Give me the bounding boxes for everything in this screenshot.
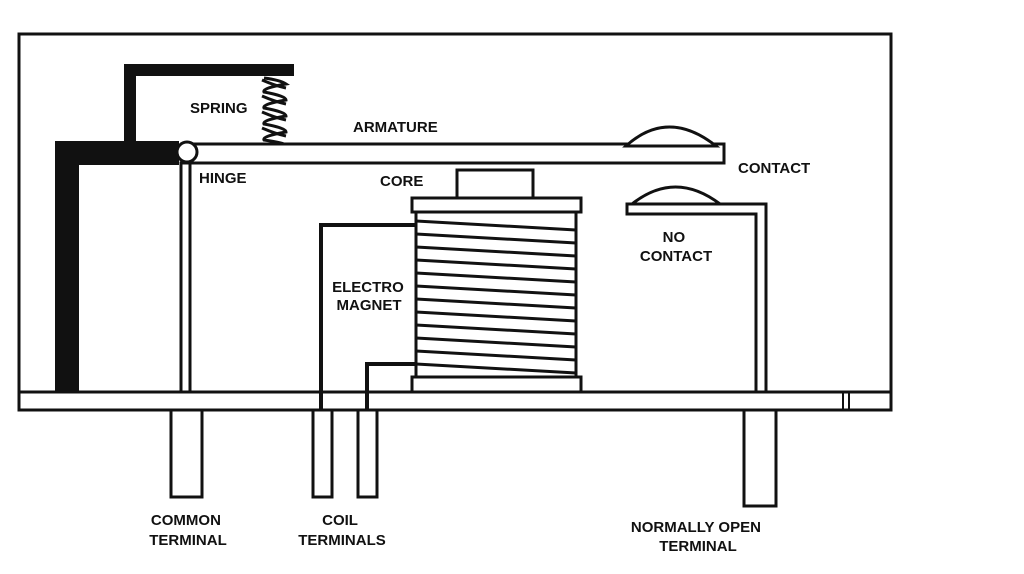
- common-rod: [179, 161, 192, 394]
- armature-label: ARMATURE: [353, 119, 438, 136]
- coil-wire-1: [319, 223, 416, 410]
- coil-wire-2: [365, 362, 416, 410]
- frame-horizontal: [55, 141, 179, 165]
- no-contact-label: NO CONTACT: [640, 229, 712, 265]
- core: [455, 168, 535, 200]
- spring-bracket-vertical: [124, 64, 136, 146]
- normally-open-terminal-label: NORMALLY OPEN TERMINAL: [631, 519, 765, 555]
- contact-label: CONTACT: [738, 160, 810, 177]
- coil-terminal-pin-1: [311, 408, 334, 499]
- hinge-label: HINGE: [199, 170, 247, 187]
- common-terminal-pin: [169, 408, 204, 499]
- no-contact-bracket: [625, 202, 768, 394]
- common-terminal-label: COMMON TERMINAL: [149, 512, 227, 549]
- coil-terminal-pin-2: [356, 408, 379, 499]
- normally-open-terminal-pin: [742, 408, 778, 508]
- lower-contact: [627, 185, 725, 206]
- coil-bottom-flange: [410, 375, 583, 394]
- coil-top-flange: [410, 196, 583, 214]
- core-label: CORE: [380, 173, 423, 190]
- upper-contact: [622, 125, 721, 148]
- base-plate: [17, 390, 893, 412]
- electromagnet-label: ELECTRO MAGNET: [332, 279, 408, 314]
- coil-terminals-label: COIL TERMINALS: [298, 512, 386, 549]
- coil-windings: [415, 219, 577, 375]
- spring-bracket-horizontal: [124, 64, 294, 76]
- spring-label: SPRING: [190, 100, 248, 117]
- hinge-icon: [175, 140, 199, 164]
- spring-icon: [261, 76, 290, 146]
- frame-vertical: [55, 141, 79, 392]
